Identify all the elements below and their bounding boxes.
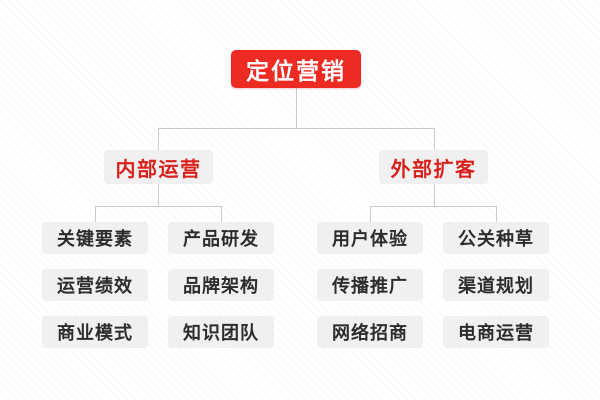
node-leaf-channel-planning[interactable]: 渠道规划 [443, 269, 549, 301]
node-branch-internal-operations[interactable]: 内部运营 [104, 150, 213, 184]
node-leaf-online-recruitment[interactable]: 网络招商 [317, 316, 423, 348]
node-leaf-communication-promotion[interactable]: 传播推广 [317, 269, 423, 301]
node-leaf-business-model[interactable]: 商业模式 [42, 316, 148, 348]
connector-left-leaf-drop-1 [95, 206, 96, 222]
connector-right-leaf-drop-2 [496, 206, 497, 222]
connector-right-branch-bar [370, 206, 496, 207]
connector-left-leaf-drop-2 [221, 206, 222, 222]
connector-left-branch-stem [158, 184, 159, 206]
node-leaf-product-rd[interactable]: 产品研发 [168, 222, 274, 254]
node-leaf-key-elements[interactable]: 关键要素 [42, 222, 148, 254]
connector-root-stem [296, 88, 297, 128]
node-root[interactable]: 定位营销 [231, 50, 361, 88]
node-leaf-user-experience[interactable]: 用户体验 [317, 222, 423, 254]
connector-right-leaf-drop-1 [370, 206, 371, 222]
node-leaf-brand-architecture[interactable]: 品牌架构 [168, 269, 274, 301]
node-leaf-ecommerce-operation[interactable]: 电商运营 [443, 316, 549, 348]
node-leaf-operation-performance[interactable]: 运营绩效 [42, 269, 148, 301]
node-leaf-pr-seeding[interactable]: 公关种草 [443, 222, 549, 254]
node-leaf-knowledge-team[interactable]: 知识团队 [168, 316, 274, 348]
connector-branch-drop-right [434, 128, 435, 150]
connector-left-branch-bar [95, 206, 222, 207]
node-branch-external-expansion[interactable]: 外部扩客 [379, 150, 488, 184]
connector-root-bar [158, 128, 435, 129]
connector-branch-drop-left [158, 128, 159, 150]
connector-right-branch-stem [434, 184, 435, 206]
